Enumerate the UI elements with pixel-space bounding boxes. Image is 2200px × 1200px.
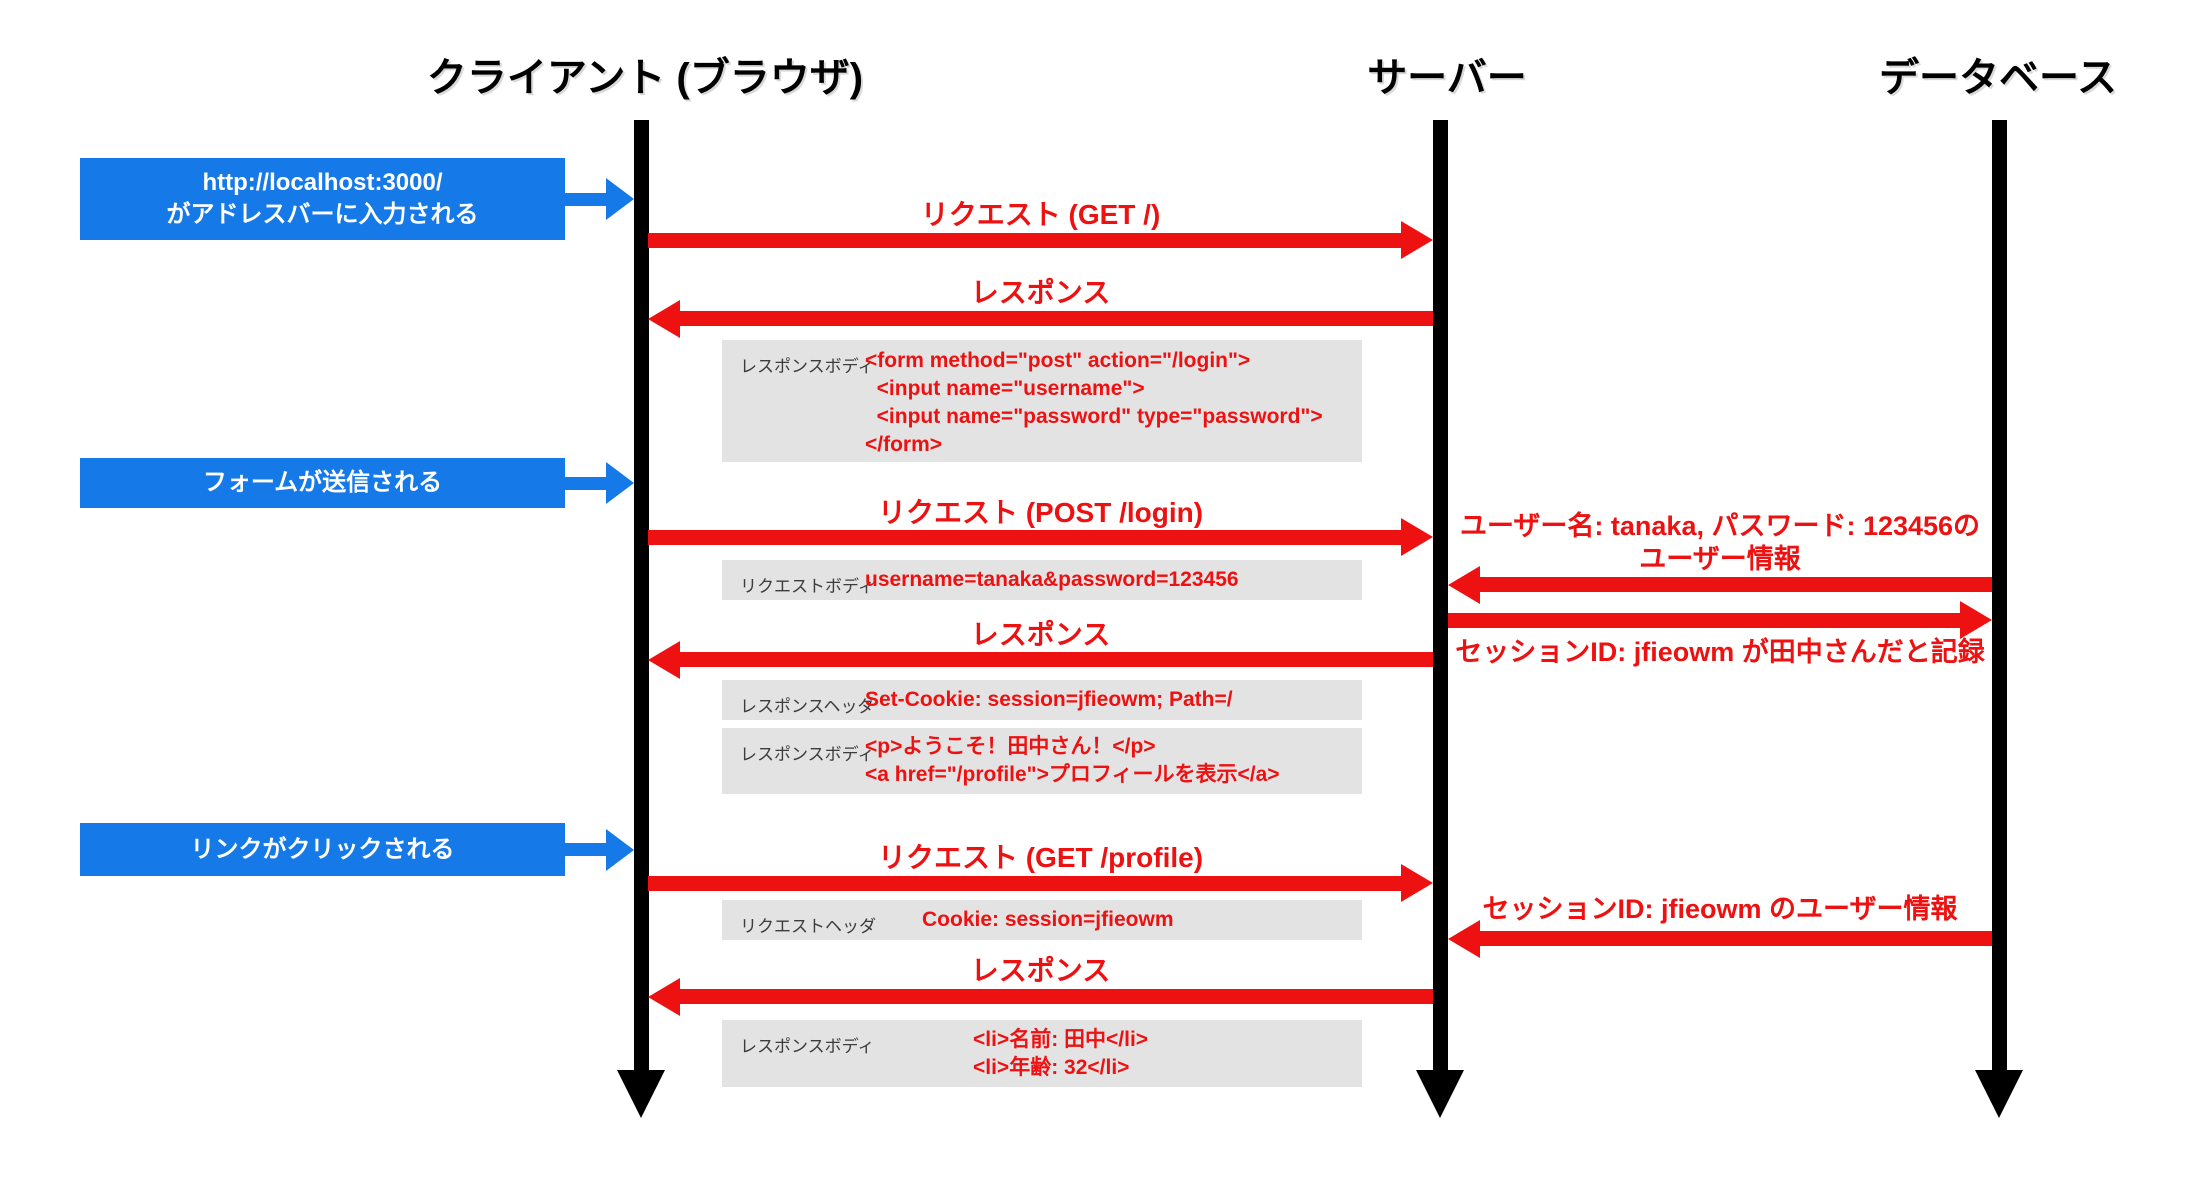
lifeline-client-arrowhead-icon (617, 1070, 665, 1118)
info-box-label: レスポンスボディ (740, 1037, 875, 1056)
message-response-1-arrowhead-icon (648, 300, 680, 338)
db-message-user-info-arrowhead-icon (1448, 566, 1480, 604)
db-message-session-record-label: セッションID: jfieowm が田中さんだと記録 (1448, 636, 1992, 669)
event-arrow-url-entered (565, 193, 608, 206)
event-arrow-link-clicked (565, 843, 608, 856)
info-box-code: Set-Cookie: session=jfieowm; Path=/ (865, 686, 1233, 714)
message-request-get-profile-label: リクエスト (GET /profile) (877, 842, 1204, 873)
message-request-get-profile-arrow (648, 876, 1402, 891)
event-box-form-submitted-line1: フォームが送信される (202, 469, 443, 496)
db-message-user-info-line1: ユーザー名: tanaka, パスワード: 123456の (1459, 511, 1981, 541)
lifeline-server (1433, 120, 1448, 1072)
event-box-url-entered-line1: http://localhost:3000/ (202, 169, 443, 196)
code-line: <input name="username"> (865, 377, 1145, 400)
info-box-code: <li>名前: 田中</li> <li>年齢: 32</li> (973, 1026, 1148, 1082)
info-box-label: レスポンスボディ (740, 357, 875, 376)
db-message-session-lookup-line1: セッションID: jfieowm のユーザー情報 (1482, 894, 1958, 924)
db-message-session-record-arrow (1448, 613, 1960, 628)
db-message-session-lookup-label: セッションID: jfieowm のユーザー情報 (1448, 893, 1992, 926)
db-message-user-info-label: ユーザー名: tanaka, パスワード: 123456の ユーザー情報 (1448, 510, 1992, 576)
message-response-3-label: レスポンス (970, 955, 1111, 986)
code-line: <li>年齢: 32</li> (973, 1056, 1130, 1079)
code-line: Cookie: session=jfieowm (922, 908, 1174, 931)
event-box-url-entered-line2: がアドレスバーに入力される (166, 201, 479, 228)
message-request-post-login-arrow (648, 530, 1402, 545)
message-request-get-root-arrowhead-icon (1401, 221, 1433, 259)
message-request-get-profile-arrowhead-icon (1401, 864, 1433, 902)
event-arrowhead-url-entered-icon (606, 178, 634, 220)
actor-database-label: データベース (1879, 56, 2117, 100)
message-request-post-login-arrowhead-icon (1401, 518, 1433, 556)
event-box-form-submitted: フォームが送信される (80, 458, 565, 508)
lifeline-database (1992, 120, 2007, 1072)
actor-client-label: クライアント (ブラウザ) (426, 56, 864, 100)
info-box-code: username=tanaka&password=123456 (865, 566, 1239, 594)
info-box-response-body-welcome: レスポンスボディ <p>ようこそ！田中さん！</p> <a href="/pro… (722, 728, 1362, 794)
db-message-user-info-arrow (1480, 577, 1992, 592)
message-response-1-label: レスポンス (970, 277, 1111, 308)
message-response-3-arrow (680, 989, 1433, 1004)
code-line: <li>名前: 田中</li> (973, 1028, 1149, 1051)
event-box-link-clicked-line1: リンクがクリックされる (190, 835, 455, 863)
message-request-get-root-label: リクエスト (GET /) (920, 199, 1161, 230)
db-message-user-info-line2: ユーザー情報 (1639, 544, 1801, 574)
info-box-response-body-form: レスポンスボディ <form method="post" action="/lo… (722, 340, 1362, 462)
info-box-code: Cookie: session=jfieowm (922, 906, 1174, 934)
info-box-label: リクエストボディ (740, 577, 875, 596)
code-line: username=tanaka&password=123456 (865, 568, 1239, 591)
info-box-label: リクエストヘッダ (740, 917, 876, 936)
info-box-request-header-cookie: リクエストヘッダ Cookie: session=jfieowm (722, 900, 1362, 940)
message-response-2-arrowhead-icon (648, 641, 680, 679)
event-arrowhead-link-clicked-icon (606, 829, 634, 871)
code-line: Set-Cookie: session=jfieowm; Path=/ (865, 688, 1233, 711)
message-response-1-arrow (680, 311, 1433, 326)
db-message-session-record-arrowhead-icon (1960, 601, 1992, 639)
info-box-label: レスポンスボディ (740, 745, 875, 764)
db-message-session-record-line1: セッションID: jfieowm が田中さんだと記録 (1455, 637, 1985, 667)
message-request-post-login-label: リクエスト (POST /login) (877, 497, 1204, 528)
message-request-get-root-arrow (648, 233, 1402, 248)
info-box-response-body-profile: レスポンスボディ <li>名前: 田中</li> <li>年齢: 32</li> (722, 1020, 1362, 1087)
db-message-session-lookup-arrowhead-icon (1448, 920, 1480, 958)
event-arrow-form-submitted (565, 477, 608, 490)
event-box-link-clicked: リンクがクリックされる (80, 823, 565, 876)
lifeline-client (634, 120, 649, 1072)
info-box-label: レスポンスヘッダ (740, 697, 875, 716)
code-line: <input name="password" type="password"> (865, 405, 1323, 428)
lifeline-database-arrowhead-icon (1975, 1070, 2023, 1118)
info-box-request-body-login: リクエストボディ username=tanaka&password=123456 (722, 560, 1362, 600)
lifeline-server-arrowhead-icon (1416, 1070, 1464, 1118)
db-message-session-lookup-arrow (1480, 931, 1992, 946)
message-response-2-arrow (680, 652, 1433, 667)
info-box-response-header-setcookie: レスポンスヘッダ Set-Cookie: session=jfieowm; Pa… (722, 680, 1362, 720)
event-arrowhead-form-submitted-icon (606, 462, 634, 504)
info-box-code: <p>ようこそ！田中さん！</p> <a href="/profile">プロフ… (865, 733, 1280, 789)
code-line: <p>ようこそ！田中さん！</p> (865, 735, 1156, 758)
event-box-url-entered: http://localhost:3000/ がアドレスバーに入力される (80, 158, 565, 240)
info-box-code: <form method="post" action="/login"> <in… (865, 347, 1323, 459)
message-response-3-arrowhead-icon (648, 978, 680, 1016)
code-line: <a href="/profile">プロフィールを表示</a> (865, 763, 1280, 786)
code-line: <form method="post" action="/login"> (865, 349, 1251, 372)
code-line: </form> (865, 433, 943, 456)
actor-server-label: サーバー (1367, 56, 1527, 100)
message-response-2-label: レスポンス (970, 619, 1111, 650)
